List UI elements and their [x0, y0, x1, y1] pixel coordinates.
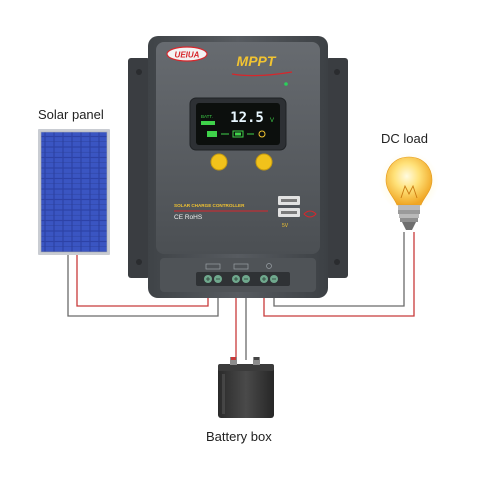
light-bulb-icon	[379, 152, 439, 230]
brand-name: UEIUA	[175, 51, 200, 60]
dc-load-label: DC load	[381, 131, 428, 146]
usb-port-icon	[278, 196, 300, 217]
cert-marks: CE RoHS	[174, 214, 203, 221]
lcd-value: 12.5	[230, 110, 264, 126]
controller-title: MPPT	[237, 53, 277, 69]
solar-panel-icon	[38, 129, 110, 255]
charge-controller: UEIUA MPPT BATT. 12.5 V SOLAR CHARGE CON…	[128, 36, 348, 298]
lcd-status-icons	[207, 130, 266, 138]
brand-logo: UEIUA	[166, 46, 208, 62]
battery-icon	[218, 357, 274, 418]
lcd-unit: V	[270, 118, 274, 124]
terminal-screws	[204, 275, 278, 283]
lcd-tag: BATT.	[201, 114, 213, 119]
solar-panel-label: Solar panel	[38, 107, 104, 122]
set-button[interactable]	[255, 153, 273, 171]
product-name: SOLAR CHARGE CONTROLLER	[174, 203, 245, 208]
menu-button[interactable]	[210, 153, 228, 171]
terminal-pictograms	[205, 263, 272, 270]
usb-label: 5V	[282, 223, 289, 229]
battery-box-label: Battery box	[206, 429, 272, 444]
